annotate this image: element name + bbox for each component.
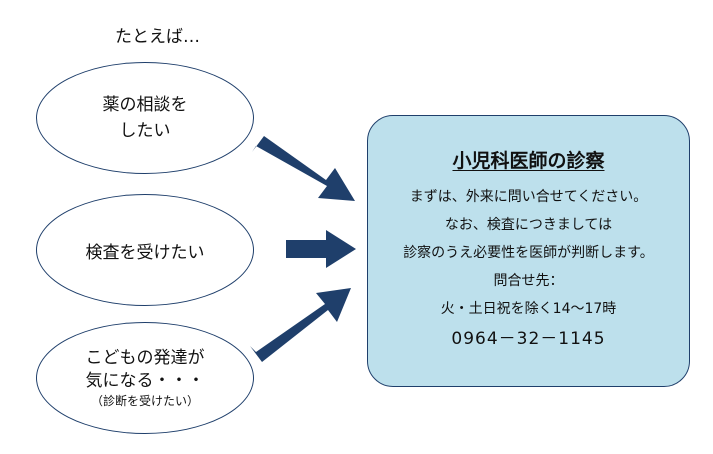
option-test-label: 検査を受けたい	[85, 242, 205, 263]
intro-text: たとえば…	[115, 27, 200, 47]
phone-number: 0964－32－1145	[451, 329, 606, 349]
option-test: 検査を受けたい	[36, 194, 254, 306]
pediatric-info-box: 小児科医師の診察 まずは、外来に問い合せてください。 なお、検査につきましては …	[367, 115, 690, 387]
arrow-bottom	[250, 288, 351, 362]
info-line-4: 問合せ先：	[493, 273, 564, 289]
info-line-1: まずは、外来に問い合せてください。	[409, 189, 648, 205]
option-development-concern: こどもの発達が 気になる・・・ （診断を受けたい）	[36, 322, 254, 434]
info-box-title: 小児科医師の診察	[452, 150, 605, 172]
arrow-middle	[286, 230, 356, 268]
info-line-3: 診察のうえ必要性を医師が判断します。	[403, 245, 654, 261]
option-medicine-line2: したい	[119, 121, 171, 141]
info-line-2: なお、検査につきましては	[444, 217, 613, 233]
option-medicine-consultation: 薬の相談を したい	[36, 62, 254, 174]
option-development-line1: こどもの発達が	[85, 347, 205, 368]
option-development-line2: 気になる・・・	[85, 370, 205, 391]
option-development-sub: （診断を受けたい）	[90, 393, 199, 408]
option-medicine-line1: 薬の相談を	[102, 95, 188, 115]
arrow-top	[252, 136, 355, 201]
info-line-5: 火・土日祝を除く14～17時	[440, 301, 617, 317]
